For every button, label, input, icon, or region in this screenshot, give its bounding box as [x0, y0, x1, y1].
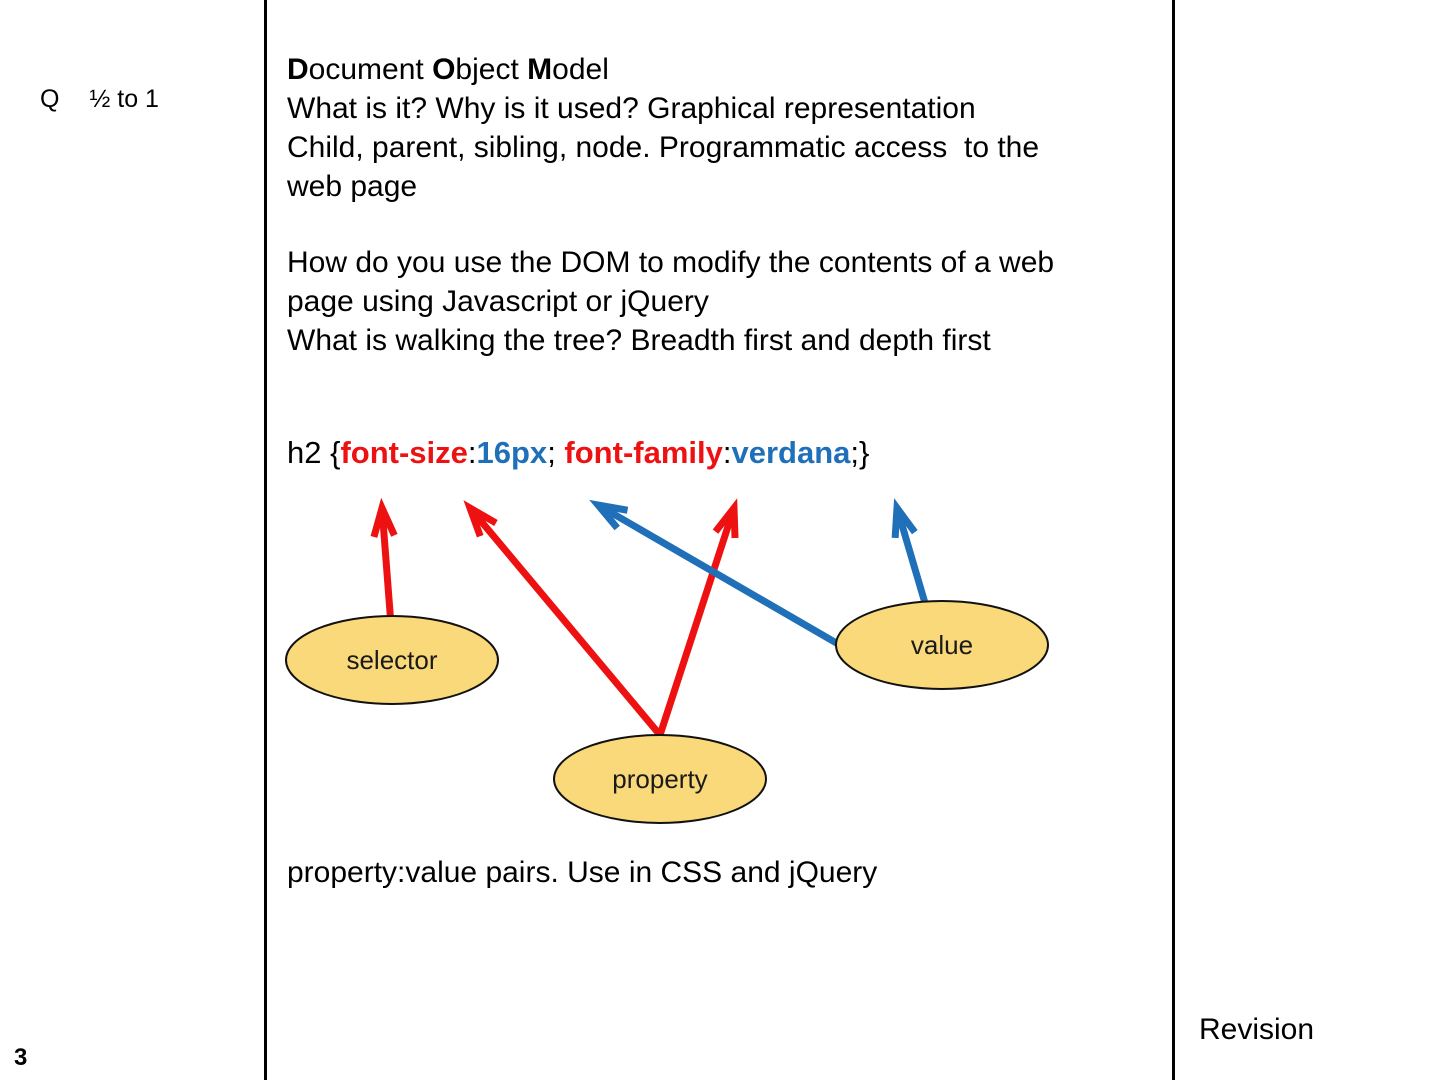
closing-paragraph: property:value pairs. Use in CSS and jQu…: [287, 853, 1157, 892]
howto-paragraph: How do you use the DOM to modify the con…: [287, 243, 1157, 360]
heading-initial-o: O: [432, 53, 456, 86]
node-label: selector: [346, 645, 437, 675]
code-value-verdana: verdana: [731, 435, 851, 470]
dom-line-1: What is it? Why is it used? Graphical re…: [287, 92, 976, 125]
arrow-value-to-16px-value: [589, 499, 847, 652]
arrow-head-icon: [463, 500, 498, 538]
howto-line-3: What is walking the tree? Breadth first …: [287, 324, 991, 357]
css-code-example: h2 {font-size:16px; font-family:verdana;…: [287, 433, 869, 472]
node-ellipse: [553, 734, 767, 824]
arrow-layer: [370, 497, 934, 738]
heading-initial-m: M: [527, 53, 553, 86]
code-terminator: ;}: [850, 435, 870, 470]
node-ellipse: [285, 615, 499, 705]
page-number: 3: [14, 1044, 28, 1071]
heading-word-document: ocument: [308, 53, 433, 86]
arrow-property-to-font-family-property: [656, 498, 739, 737]
arrow-head-icon: [370, 497, 398, 538]
right-column-divider: [1172, 0, 1175, 1080]
code-colon-2: :: [722, 435, 732, 470]
dom-heading-line: Document Object Model: [287, 50, 1157, 89]
arrow-selector-to-font-size-keyword: [370, 497, 398, 626]
howto-line-2: page using Javascript or jQuery: [287, 285, 709, 318]
node-label: property: [612, 764, 707, 794]
node-value[interactable]: value: [835, 600, 1049, 690]
left-column-divider: [264, 0, 267, 1080]
heading-word-object: bject: [455, 53, 528, 86]
code-colon-1: :: [467, 435, 477, 470]
diagram-svg: selector property value: [285, 497, 1049, 824]
heading-initial-d: D: [287, 53, 309, 86]
node-property[interactable]: property: [553, 734, 767, 824]
node-ellipse: [835, 600, 1049, 690]
time-allocation-label: ½ to 1: [89, 85, 159, 113]
question-marker-label: Q: [40, 85, 60, 113]
arrow-head-icon: [891, 498, 918, 539]
revision-label: Revision: [1199, 1013, 1315, 1046]
code-separator-1: ;: [547, 435, 565, 470]
node-layer: selector property value: [285, 600, 1049, 824]
arrow-head-icon: [712, 498, 739, 539]
code-selector-text: h2 {: [287, 435, 341, 470]
margin-annotation: Q ½ to 1: [40, 85, 159, 114]
heading-word-model: odel: [552, 53, 609, 86]
dom-line-2: Child, parent, sibling, node. Programmat…: [287, 131, 1040, 164]
css-anatomy-diagram: selector property value: [264, 480, 1174, 840]
code-value-16px: 16px: [476, 435, 548, 470]
node-selector[interactable]: selector: [285, 615, 499, 705]
code-property-font-size: font-size: [340, 435, 468, 470]
howto-line-1: How do you use the DOM to modify the con…: [287, 246, 1055, 279]
arrow-head-icon: [589, 499, 629, 531]
dom-paragraph: Document Object Model What is it? Why is…: [287, 50, 1157, 206]
closing-line: property:value pairs. Use in CSS and jQu…: [287, 856, 878, 889]
dom-line-3: web page: [287, 170, 418, 203]
arrow-property-to-font-size-property: [463, 500, 663, 738]
node-label: value: [911, 630, 973, 660]
code-property-font-family: font-family: [564, 435, 723, 470]
